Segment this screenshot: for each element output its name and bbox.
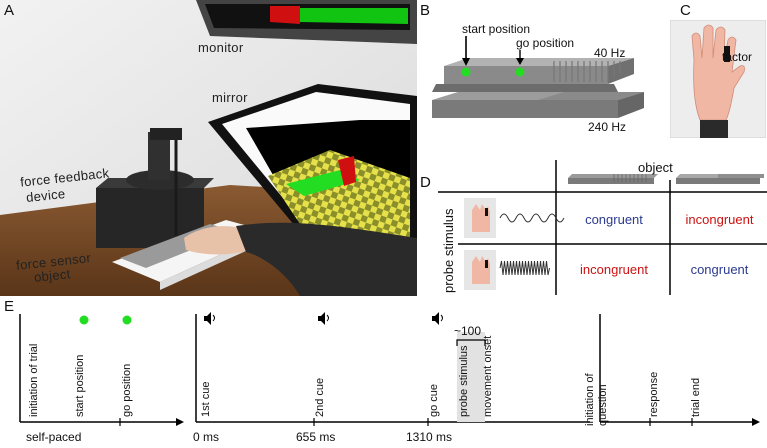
- speaker-icon: [204, 312, 215, 325]
- axis-self-paced: self-paced: [26, 430, 82, 444]
- event-response: response: [648, 371, 660, 417]
- sine-40hz-waveform: [499, 213, 565, 223]
- panel-e: E initiatio: [0, 296, 767, 448]
- cell-congruent-1: congruent: [585, 211, 643, 227]
- setup-scene-illustration: [0, 0, 417, 296]
- event-movement-onset: movement onset: [482, 335, 494, 417]
- event-initiation-of-question: initiation of question: [584, 373, 609, 426]
- event-1st-cue: 1st cue: [200, 381, 212, 417]
- hand-tactor-photo: [670, 20, 766, 138]
- event-trial-end: trial end: [690, 377, 702, 417]
- event-start-position: start position: [74, 354, 86, 417]
- panel-label-c: C: [680, 2, 691, 19]
- label-40hz: 40 Hz: [594, 46, 626, 60]
- panel-d: D object probe stimulus congruent incong…: [418, 160, 767, 295]
- label-tactor: tactor: [722, 50, 753, 64]
- cell-congruent-2: congruent: [690, 261, 749, 277]
- start-position-dot-e: [79, 315, 89, 325]
- label-monitor: monitor: [198, 40, 244, 55]
- sine-240hz-waveform: [499, 260, 550, 276]
- event-2nd-cue: 2nd cue: [314, 377, 326, 417]
- panel-label-d: D: [420, 174, 431, 191]
- tick-655ms: 655 ms: [296, 430, 336, 444]
- panel-label-a: A: [4, 2, 15, 19]
- tactor-device: [724, 46, 730, 62]
- event-go-position: go position: [121, 363, 133, 417]
- go-position-dot: [515, 67, 525, 77]
- tick-1310ms: 1310 ms: [406, 430, 453, 444]
- panel-label-b: B: [420, 2, 431, 19]
- label-240hz: 240 Hz: [588, 120, 627, 134]
- tick-0ms: 0 ms: [193, 430, 220, 444]
- start-position-dot: [461, 67, 471, 77]
- speaker-icon: [318, 312, 329, 325]
- speaker-icon: [432, 312, 443, 325]
- panel-c: C tactor: [662, 0, 767, 148]
- panel-b: B start position go position 40 Hz 240 H…: [418, 0, 668, 160]
- probe-duration: ~100: [454, 324, 482, 338]
- label-go-position: go position: [516, 36, 575, 50]
- panel-label-e: E: [4, 298, 15, 315]
- label-mirror: mirror: [212, 90, 248, 105]
- congruency-table-grid: [438, 160, 767, 295]
- cell-incongruent-1: incongruent: [685, 211, 754, 227]
- event-initiation-of-trial: initiation of trial: [28, 343, 40, 417]
- tactile-surfaces-illustration: [432, 36, 644, 118]
- header-probe-stimulus: probe stimulus: [441, 208, 456, 293]
- cell-incongruent-2: incongruent: [580, 261, 648, 277]
- label-start-position: start position: [462, 22, 531, 36]
- header-object: object: [638, 160, 673, 175]
- event-go-cue: go cue: [428, 383, 440, 417]
- event-probe-stimulus: probe stimulus: [458, 345, 470, 417]
- panel-a: A monitor mirror force feedback device f…: [0, 0, 417, 296]
- timeline-axes: [19, 312, 760, 426]
- go-position-dot-e: [122, 315, 132, 325]
